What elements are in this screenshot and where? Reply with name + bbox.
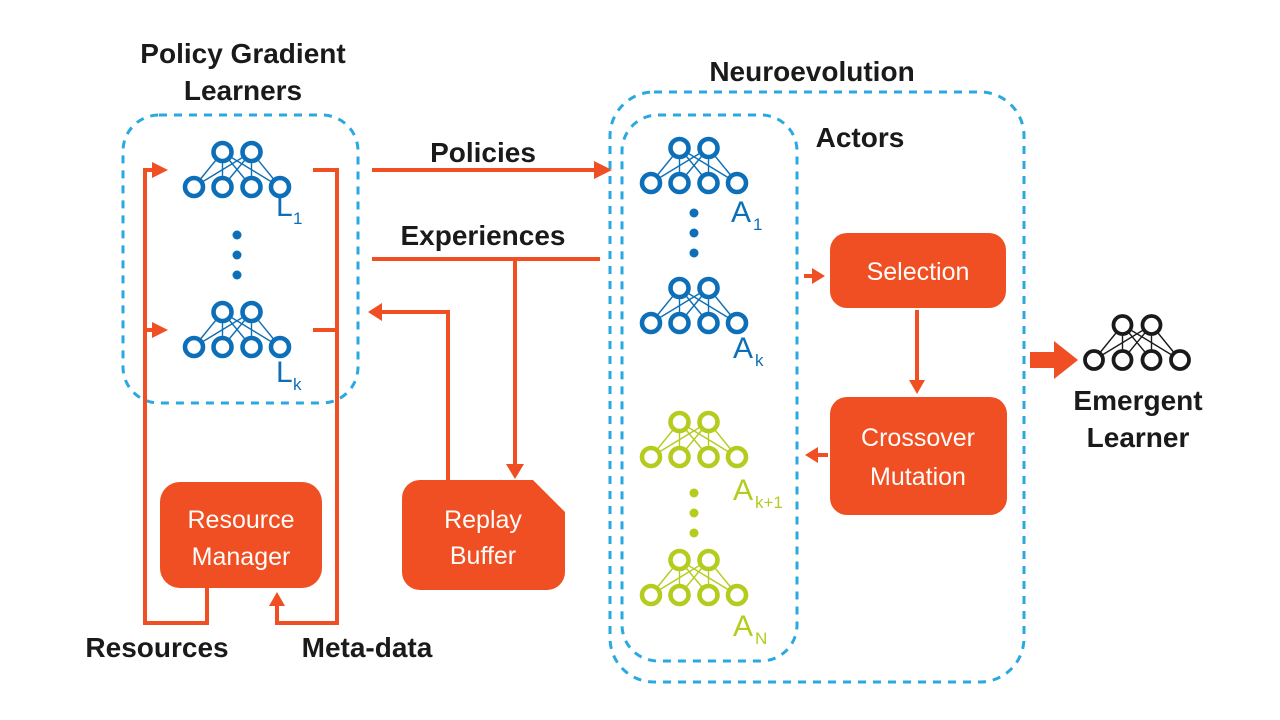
svg-text:1: 1 — [753, 215, 762, 234]
svg-text:L: L — [276, 190, 293, 223]
crossover-output-arrow — [805, 447, 828, 463]
crossover-mutation-box: Crossover Mutation — [830, 397, 1007, 515]
lk-label: L k — [276, 356, 302, 394]
resources-label: Resources — [85, 632, 228, 663]
a1-label: A 1 — [731, 196, 762, 234]
replay-buffer-label-line2: Buffer — [450, 542, 516, 570]
resource-manager-label-line2: Manager — [192, 543, 291, 571]
policy-gradient-learners-box — [121, 113, 360, 405]
svg-text:A: A — [733, 610, 753, 643]
learner-l1-network-icon — [182, 140, 292, 199]
actor-ak1-network-icon — [639, 410, 749, 469]
experiences-line — [372, 257, 600, 479]
actors-population-box — [620, 113, 799, 663]
metadata-label: Meta-data — [302, 632, 433, 663]
selection-box-label: Selection — [867, 258, 970, 286]
actor-ak-network-icon — [639, 276, 749, 335]
actor-an-network-icon — [639, 548, 749, 607]
actors-title: Actors — [816, 122, 905, 153]
policies-label: Policies — [430, 137, 536, 168]
an-label: A N — [733, 610, 767, 648]
actors-blue-ellipsis-dots — [689, 208, 699, 258]
svg-text:N: N — [755, 629, 767, 648]
ak1-label: A k+1 — [733, 474, 783, 512]
replay-to-learners-arrow — [368, 303, 450, 480]
policy-gradient-title-line2: Learners — [184, 75, 302, 106]
emergent-learner-network-icon — [1083, 314, 1191, 371]
svg-text:A: A — [731, 196, 751, 229]
learner-lk-network-icon — [182, 300, 292, 359]
replay-buffer-box: Replay Buffer — [402, 480, 565, 590]
selection-to-crossover-arrow — [909, 310, 925, 394]
resources-loop-line — [143, 162, 209, 625]
actors-green-ellipsis-dots — [689, 488, 699, 538]
selection-input-arrow — [804, 268, 825, 284]
experiences-label: Experiences — [401, 220, 566, 251]
resource-manager-box: Resource Manager — [160, 482, 322, 588]
policy-gradient-title-line1: Policy Gradient — [140, 38, 345, 69]
emergent-learner-title-line2: Learner — [1087, 422, 1190, 453]
emergent-learner-arrow — [1030, 341, 1078, 379]
svg-text:k+1: k+1 — [755, 493, 783, 512]
l1-label: L 1 — [276, 190, 302, 228]
policies-arrow — [372, 161, 612, 179]
ak-label: A k — [733, 332, 764, 370]
svg-text:A: A — [733, 474, 753, 507]
actor-a1-network-icon — [639, 136, 749, 195]
svg-text:L: L — [276, 356, 293, 389]
crossover-box-label-line2: Mutation — [870, 463, 966, 491]
svg-text:k: k — [755, 351, 764, 370]
svg-text:1: 1 — [293, 209, 302, 228]
metadata-loop-line — [269, 168, 339, 625]
emergent-learner-title-line1: Emergent — [1073, 385, 1202, 416]
neuroevolution-box — [608, 90, 1026, 684]
svg-text:A: A — [733, 332, 753, 365]
replay-buffer-label-line1: Replay — [444, 506, 522, 534]
neuroevolution-title: Neuroevolution — [709, 56, 914, 87]
learners-ellipsis-dots — [232, 230, 242, 280]
crossover-box-label-line1: Crossover — [861, 424, 975, 452]
resource-manager-label-line1: Resource — [188, 506, 295, 534]
selection-box: Selection — [830, 233, 1006, 308]
svg-text:k: k — [293, 375, 302, 394]
